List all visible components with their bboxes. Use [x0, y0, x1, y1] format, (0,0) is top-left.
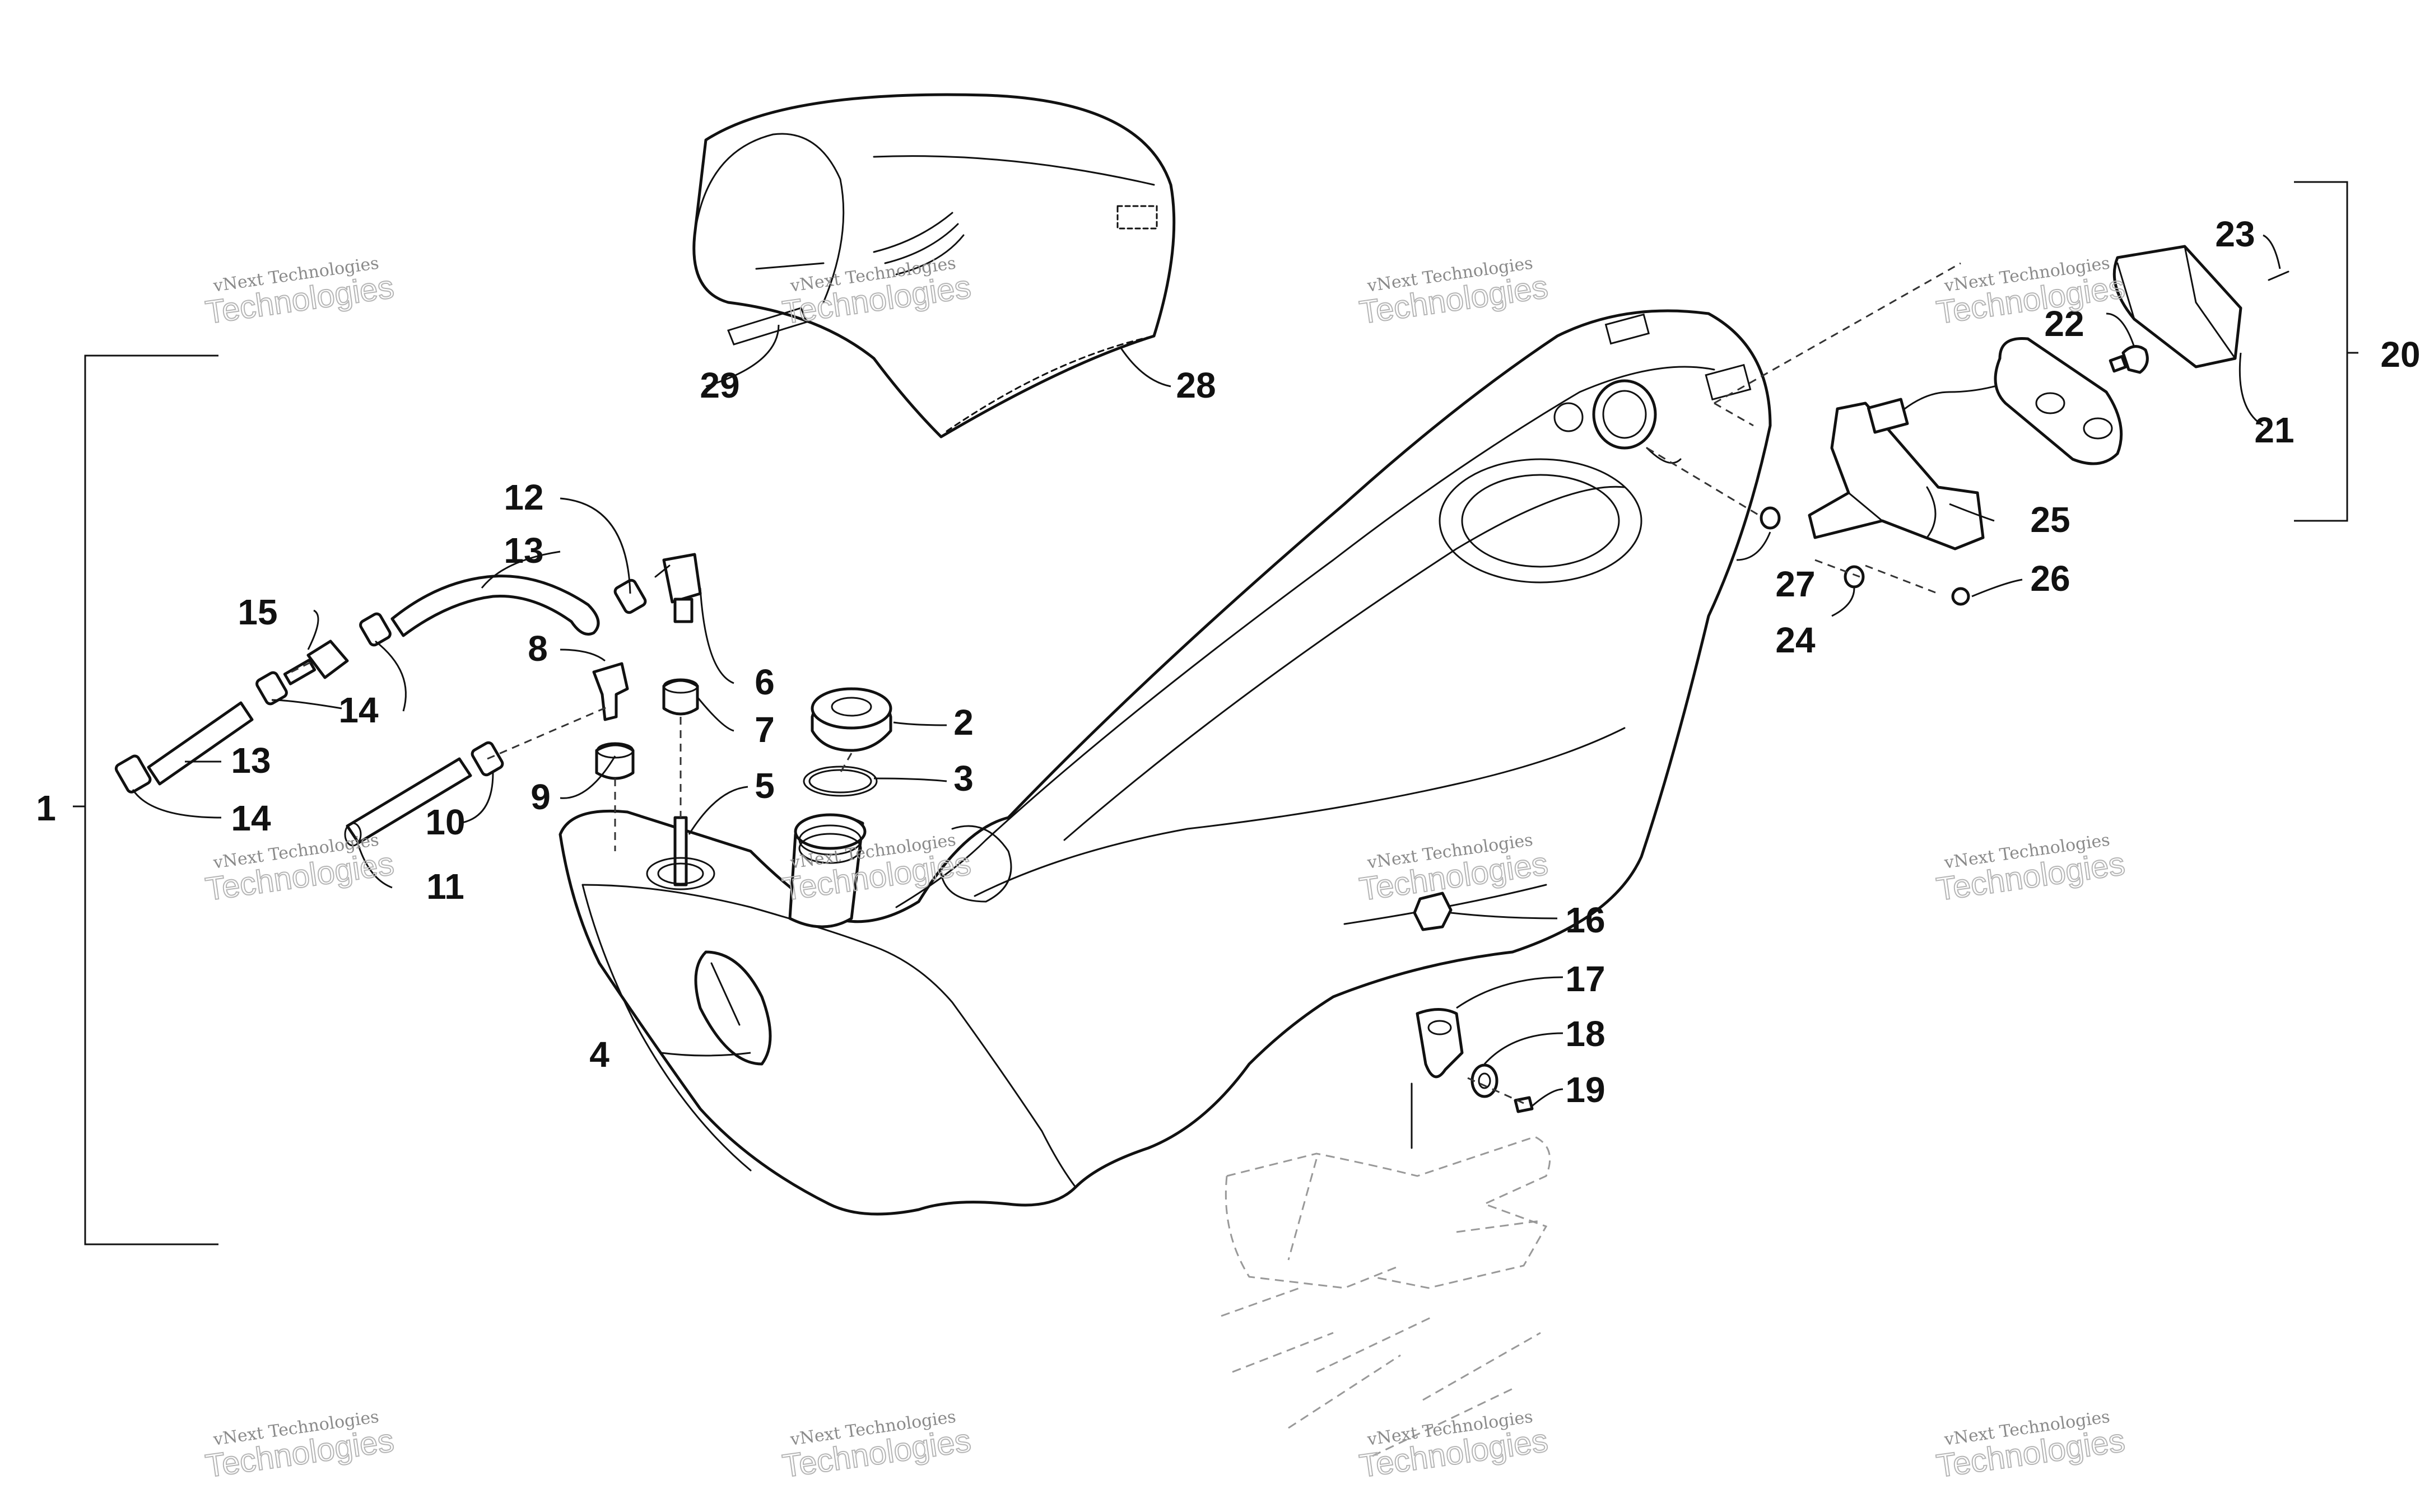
watermark: vNext Technologies Technologies [1934, 254, 2128, 332]
leader-lines [132, 234, 2281, 1107]
callout-8: 8 [528, 628, 548, 669]
watermark: vNext Technologies Technologies [203, 830, 397, 908]
watermark: vNext Technologies Technologies [203, 1407, 397, 1485]
callout-16: 16 [1565, 900, 1605, 940]
callout-4: 4 [589, 1034, 609, 1075]
callout-1: 1 [36, 788, 56, 828]
grommet-large [662, 678, 699, 716]
mount-bracket [1411, 1008, 1464, 1149]
group-bracket-1 [73, 354, 218, 1245]
taillight-housing [1994, 337, 2123, 465]
callout-14: 14 [338, 690, 379, 730]
ghost-chassis [1221, 1136, 1551, 1457]
callout-13: 13 [504, 530, 543, 571]
grommet-small [595, 742, 635, 780]
hose-13-upper [390, 575, 600, 637]
elbow-fitting [592, 662, 629, 721]
callout-7: 7 [755, 710, 775, 750]
callout-15: 15 [238, 592, 277, 632]
o-ring [803, 766, 878, 797]
mount-nut [1413, 892, 1453, 931]
license-bracket [1808, 402, 1985, 550]
callout-10: 10 [425, 802, 465, 842]
watermark: vNext Technologies Technologies [1934, 1407, 2128, 1485]
callout-19: 19 [1565, 1070, 1605, 1110]
callout-3: 3 [953, 758, 974, 799]
callout-23: 23 [2215, 214, 2255, 254]
callout-29: 29 [700, 365, 739, 405]
callout-26: 26 [2030, 558, 2070, 599]
clamp-12 [613, 578, 647, 614]
filler-neck [788, 813, 867, 928]
bulb [2109, 345, 2149, 374]
seat-cover [692, 93, 1176, 438]
bracket-nut-27 [1760, 506, 1781, 530]
callout-labels: 1 2 3 4 5 6 7 8 9 10 11 12 13 13 14 14 1… [36, 214, 2420, 1110]
callout-6: 6 [755, 662, 775, 702]
callout-11: 11 [426, 866, 464, 907]
callout-24: 24 [1775, 620, 1816, 660]
assembly-lines [291, 262, 1961, 1104]
callout-14-lower: 14 [231, 798, 271, 838]
washer [1470, 1063, 1498, 1098]
callout-28: 28 [1176, 365, 1216, 405]
callout-17: 17 [1565, 959, 1605, 999]
group-bracket-20 [2294, 181, 2358, 522]
bracket-nut-24 [1844, 565, 1865, 589]
callout-25: 25 [2030, 500, 2070, 540]
callout-27: 27 [1775, 564, 1815, 604]
callout-2: 2 [953, 702, 974, 743]
callout-5: 5 [755, 766, 775, 806]
callout-20: 20 [2380, 334, 2420, 375]
hose-11 [344, 757, 472, 847]
fuel-filter [283, 640, 349, 685]
hose-13-lower [147, 701, 254, 786]
taillight-lens [2112, 245, 2242, 368]
watermark: vNext Technologies Technologies [1934, 830, 2128, 908]
callout-12: 12 [504, 477, 543, 517]
callout-18: 18 [1565, 1014, 1605, 1054]
fuel-cap [811, 687, 892, 752]
fuel-tank-body [559, 309, 1772, 1216]
clamp-14-upper [255, 612, 392, 706]
watermark: vNext Technologies Technologies [203, 254, 397, 332]
vent-valve [654, 553, 702, 623]
vent-tube [646, 816, 715, 890]
callout-13-lower: 13 [231, 740, 271, 781]
lens-screw [2268, 270, 2289, 281]
watermark: vNext Technologies Technologies [1357, 254, 1551, 332]
seat-decal [727, 307, 808, 346]
callout-22: 22 [2044, 304, 2084, 344]
callout-9: 9 [530, 777, 551, 817]
clamp-14-lower [114, 754, 152, 794]
watermark: vNext Technologies Technologies [780, 1407, 974, 1485]
callout-21: 21 [2254, 410, 2294, 450]
bracket-screw-26 [1951, 587, 1970, 606]
